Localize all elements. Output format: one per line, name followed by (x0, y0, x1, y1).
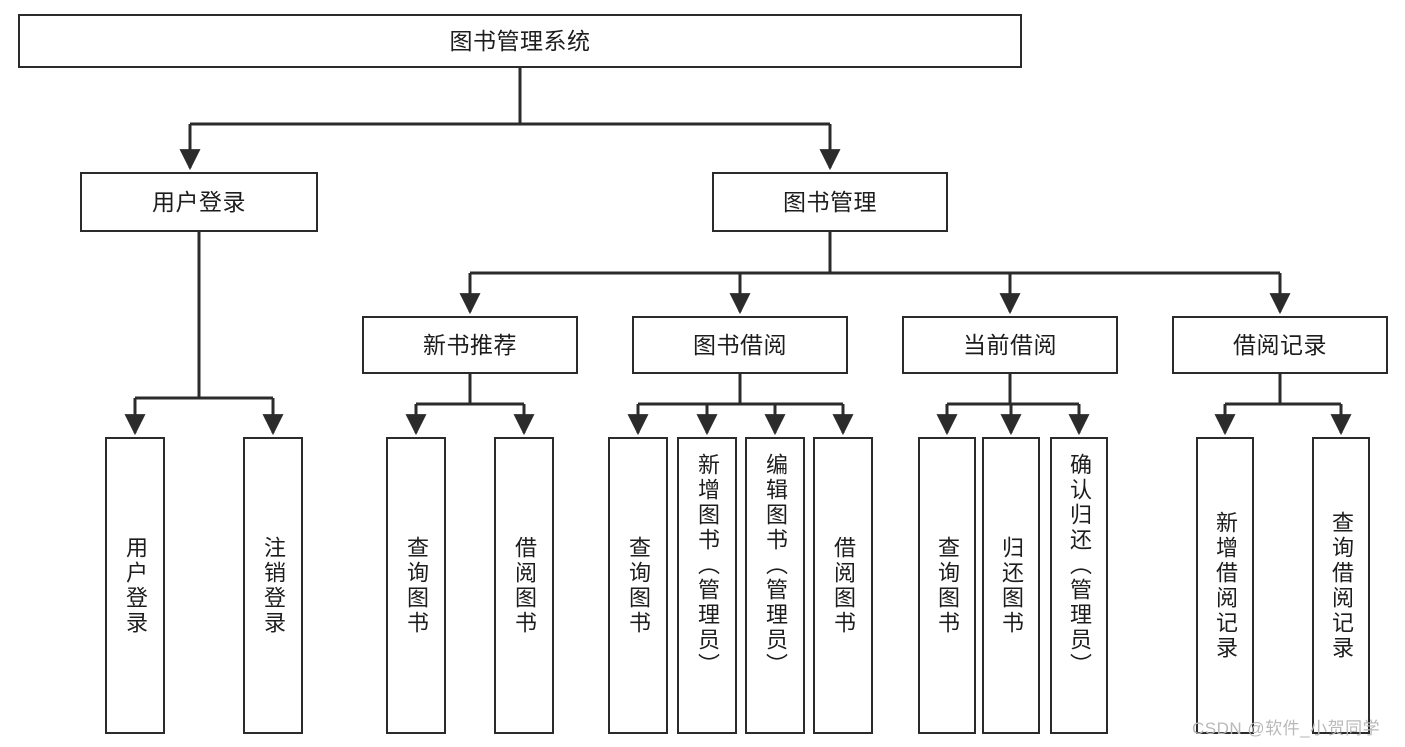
node-label: 图书管理 (783, 188, 877, 215)
node-label: 用户登录 (152, 188, 246, 215)
leaf-user-login[interactable]: 用户登录 (105, 437, 165, 734)
node-label: 图书借阅 (693, 331, 787, 358)
leaf-label: 确认归还（管理员） (1067, 453, 1092, 678)
leaf-query-book-recommend[interactable]: 查询图书 (386, 437, 446, 734)
leaf-label: 查询图书 (626, 535, 651, 636)
leaf-return-book[interactable]: 归还图书 (982, 437, 1040, 734)
leaf-label: 新增借阅记录 (1213, 510, 1238, 661)
node-root-book-management-system[interactable]: 图书管理系统 (18, 14, 1022, 68)
leaf-label: 用户登录 (123, 535, 148, 636)
csdn-watermark: CSDN @软件_小贺同学 (1192, 719, 1381, 738)
leaf-borrow-book[interactable]: 借阅图书 (813, 437, 873, 734)
leaf-label: 查询图书 (404, 535, 429, 636)
leaf-label: 查询借阅记录 (1329, 510, 1354, 661)
leaf-label: 新增图书（管理员） (695, 453, 720, 678)
node-label: 当前借阅 (963, 331, 1057, 358)
leaf-edit-book-admin[interactable]: 编辑图书（管理员） (745, 437, 805, 734)
leaf-query-borrow-record[interactable]: 查询借阅记录 (1312, 437, 1370, 734)
leaf-label: 查询图书 (935, 535, 960, 636)
leaf-query-book-current[interactable]: 查询图书 (918, 437, 976, 734)
leaf-label: 借阅图书 (831, 535, 856, 636)
node-label: 图书管理系统 (449, 27, 591, 54)
leaf-confirm-return-admin[interactable]: 确认归还（管理员） (1050, 437, 1108, 734)
node-label: 新书推荐 (423, 331, 517, 358)
leaf-query-book-borrow[interactable]: 查询图书 (608, 437, 668, 734)
leaf-label: 归还图书 (999, 535, 1024, 636)
node-user-login[interactable]: 用户登录 (80, 172, 318, 232)
node-borrow-record[interactable]: 借阅记录 (1172, 316, 1388, 374)
leaf-label: 注销登录 (261, 535, 286, 636)
leaf-add-book-admin[interactable]: 新增图书（管理员） (677, 437, 737, 734)
leaf-add-borrow-record[interactable]: 新增借阅记录 (1196, 437, 1254, 734)
leaf-label: 编辑图书（管理员） (763, 453, 788, 678)
node-new-book-recommendation[interactable]: 新书推荐 (362, 316, 578, 374)
leaf-logout[interactable]: 注销登录 (243, 437, 303, 734)
node-label: 借阅记录 (1233, 331, 1327, 358)
node-book-management[interactable]: 图书管理 (712, 172, 948, 232)
node-book-borrow[interactable]: 图书借阅 (632, 316, 848, 374)
leaf-borrow-book-recommend[interactable]: 借阅图书 (494, 437, 554, 734)
leaf-label: 借阅图书 (512, 535, 537, 636)
node-current-borrow[interactable]: 当前借阅 (902, 316, 1118, 374)
